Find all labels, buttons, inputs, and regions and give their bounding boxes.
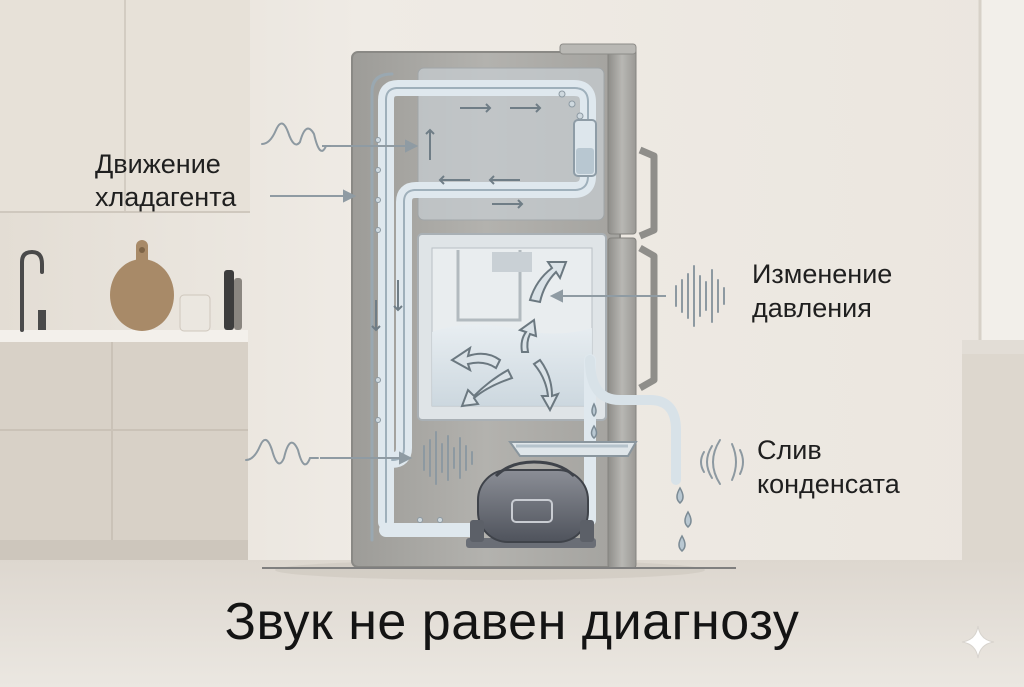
pressure-wave-icon bbox=[675, 265, 725, 327]
flow-arrows-freezer bbox=[371, 103, 542, 332]
cutting-board bbox=[110, 240, 174, 331]
floor bbox=[0, 560, 1024, 687]
salt-mill bbox=[234, 278, 242, 330]
label-pressure-line1: Изменение bbox=[752, 259, 893, 289]
main-title: Звук не равен диагнозу bbox=[224, 593, 800, 651]
label-drain-line2: конденсата bbox=[757, 469, 900, 499]
label-drain-line1: Слив bbox=[757, 435, 822, 465]
annotation-lines bbox=[270, 139, 666, 465]
jar bbox=[179, 294, 211, 332]
pepper-mill bbox=[224, 270, 234, 330]
window-right bbox=[962, 0, 1024, 560]
faucet-icon bbox=[20, 249, 46, 332]
air-flow-arrows bbox=[450, 261, 568, 413]
compressor bbox=[466, 460, 596, 548]
sound-wave-icon bbox=[245, 122, 331, 466]
sparkle-icon bbox=[961, 625, 995, 659]
drip-sound-icon bbox=[700, 439, 744, 485]
kitchen-cabinets-left bbox=[0, 0, 250, 560]
sound-burst-icon bbox=[423, 431, 473, 485]
label-pressure-line2: давления bbox=[752, 293, 872, 323]
water-droplets bbox=[590, 402, 692, 552]
label-refrigerant-line1: Движение bbox=[95, 149, 221, 179]
tube-bubbles bbox=[375, 90, 584, 523]
label-refrigerant-line2: хладагента bbox=[95, 182, 237, 212]
drain-tray bbox=[508, 441, 638, 457]
